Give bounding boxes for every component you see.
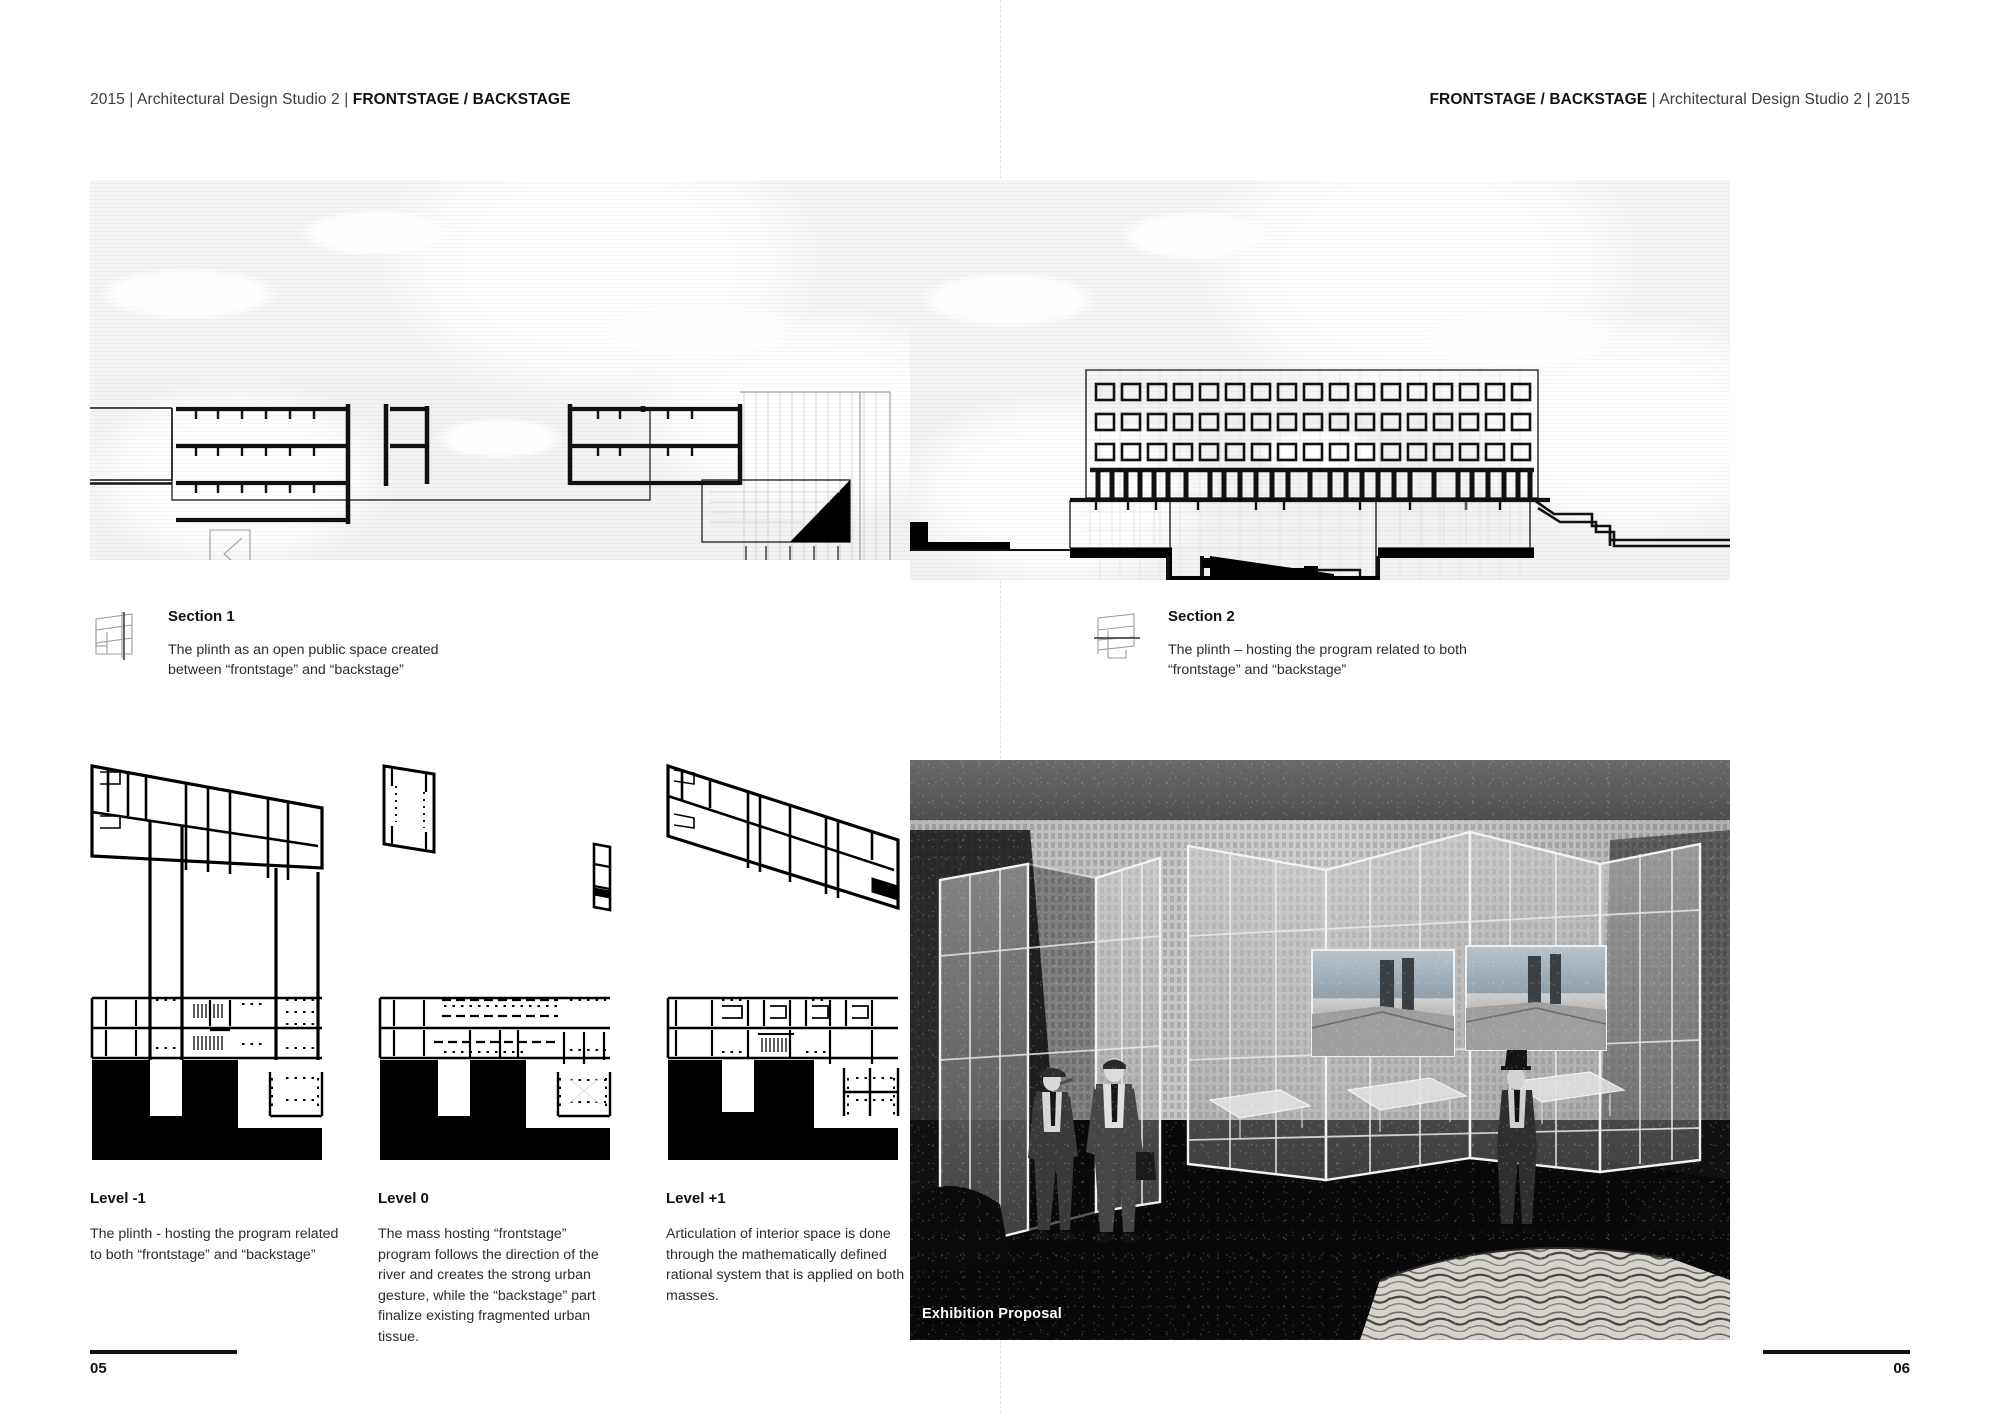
section-2-drawing: [910, 180, 1730, 580]
plan-level-0-linework: [378, 764, 612, 1160]
section-1-sky-texture: [90, 180, 910, 560]
page-number-right: 06: [1760, 1350, 1910, 1376]
plan-level-plus-1-drawing: [666, 760, 926, 1160]
section-2-body: The plinth – hosting the program related…: [1168, 642, 1467, 679]
plan-level-0-drawing: [378, 760, 638, 1160]
section-2-caption: Section 2 The plinth – hosting the progr…: [1092, 608, 1512, 680]
plan-body-level-plus-1: Articulation of interior space is done t…: [666, 1226, 905, 1304]
plan-caption-level-0: Level 0 The mass hosting “frontstage” pr…: [378, 1190, 618, 1348]
plan-title-level-plus-1: Level +1: [666, 1190, 726, 1207]
section-1-title: Section 1: [168, 608, 235, 625]
section-1-linework: [90, 391, 891, 560]
exhibition-proposal-label: Exhibition Proposal: [922, 1306, 1062, 1322]
spread-fold-line: [1000, 0, 1001, 1414]
running-header-left-course: Architectural Design Studio 2: [137, 91, 340, 108]
section-2-linework: [910, 369, 1730, 580]
page-number-left-rule: [90, 1350, 237, 1354]
running-header-left-text: 2015: [90, 91, 125, 108]
plan-caption-level-minus-1: Level -1 The plinth - hosting the progra…: [90, 1190, 340, 1265]
plan-body-level-minus-1: The plinth - hosting the program related…: [90, 1226, 339, 1263]
plan-title-level-minus-1: Level -1: [90, 1190, 146, 1207]
running-header-right-sep2: |: [1866, 91, 1876, 108]
plan-level-plus-1-linework: [666, 763, 900, 1160]
running-header-right-project: FRONTSTAGE / BACKSTAGE: [1429, 91, 1648, 108]
axonometric-section-icon: [95, 612, 133, 660]
page-number-right-rule: [1763, 1350, 1910, 1354]
running-header-right-year: 2015: [1875, 91, 1910, 108]
axonometric-section-icon: [1094, 613, 1140, 659]
section-2-title: Section 2: [1168, 608, 1235, 625]
running-header-right-course: Architectural Design Studio 2: [1659, 91, 1863, 108]
plan-caption-level-plus-1: Level +1 Articulation of interior space …: [666, 1190, 906, 1306]
plan-level-minus-1-drawing: [90, 760, 350, 1160]
section-1-drawing: [90, 180, 910, 560]
plan-level-minus-1-linework: [90, 764, 324, 1160]
page-left: 2015 | Architectural Design Studio 2 | F…: [90, 91, 926, 1376]
running-header-right: FRONTSTAGE / BACKSTAGE | Architectural D…: [1429, 92, 1910, 108]
exhibition-proposal-collage: [910, 760, 1730, 1340]
plan-body-level-0: The mass hosting “frontstage” program fo…: [378, 1226, 599, 1345]
page-number-left: 05: [90, 1350, 240, 1376]
page-number-left-value: 05: [90, 1360, 107, 1377]
running-header-left-project: FRONTSTAGE / BACKSTAGE: [352, 91, 571, 108]
running-header-left: 2015 | Architectural Design Studio 2 | F…: [90, 92, 571, 108]
page-number-right-value: 06: [1893, 1360, 1910, 1377]
running-header-left-sep2: |: [344, 91, 353, 108]
page-right: FRONTSTAGE / BACKSTAGE | Architectural D…: [910, 0, 2000, 1414]
plan-title-level-0: Level 0: [378, 1190, 429, 1207]
running-header-right-sep1: |: [1651, 91, 1660, 108]
running-header-left-sep1: |: [129, 91, 137, 108]
section-1-caption: Section 1 The plinth as an open public s…: [92, 608, 512, 680]
exhibition-proposal-photo: Exhibition Proposal: [910, 760, 1730, 1340]
section-1-body: The plinth as an open public space creat…: [168, 642, 439, 679]
